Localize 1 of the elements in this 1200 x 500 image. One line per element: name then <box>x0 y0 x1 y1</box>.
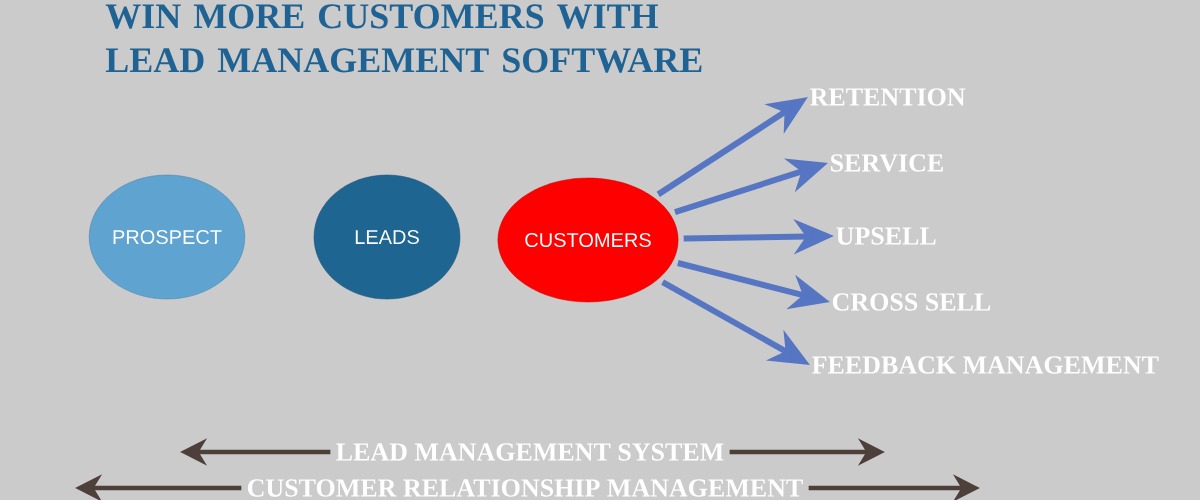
title: WIN MORE CUSTOMERS WITH LEAD MANAGEMENT SOFTWARE <box>105 4 702 73</box>
